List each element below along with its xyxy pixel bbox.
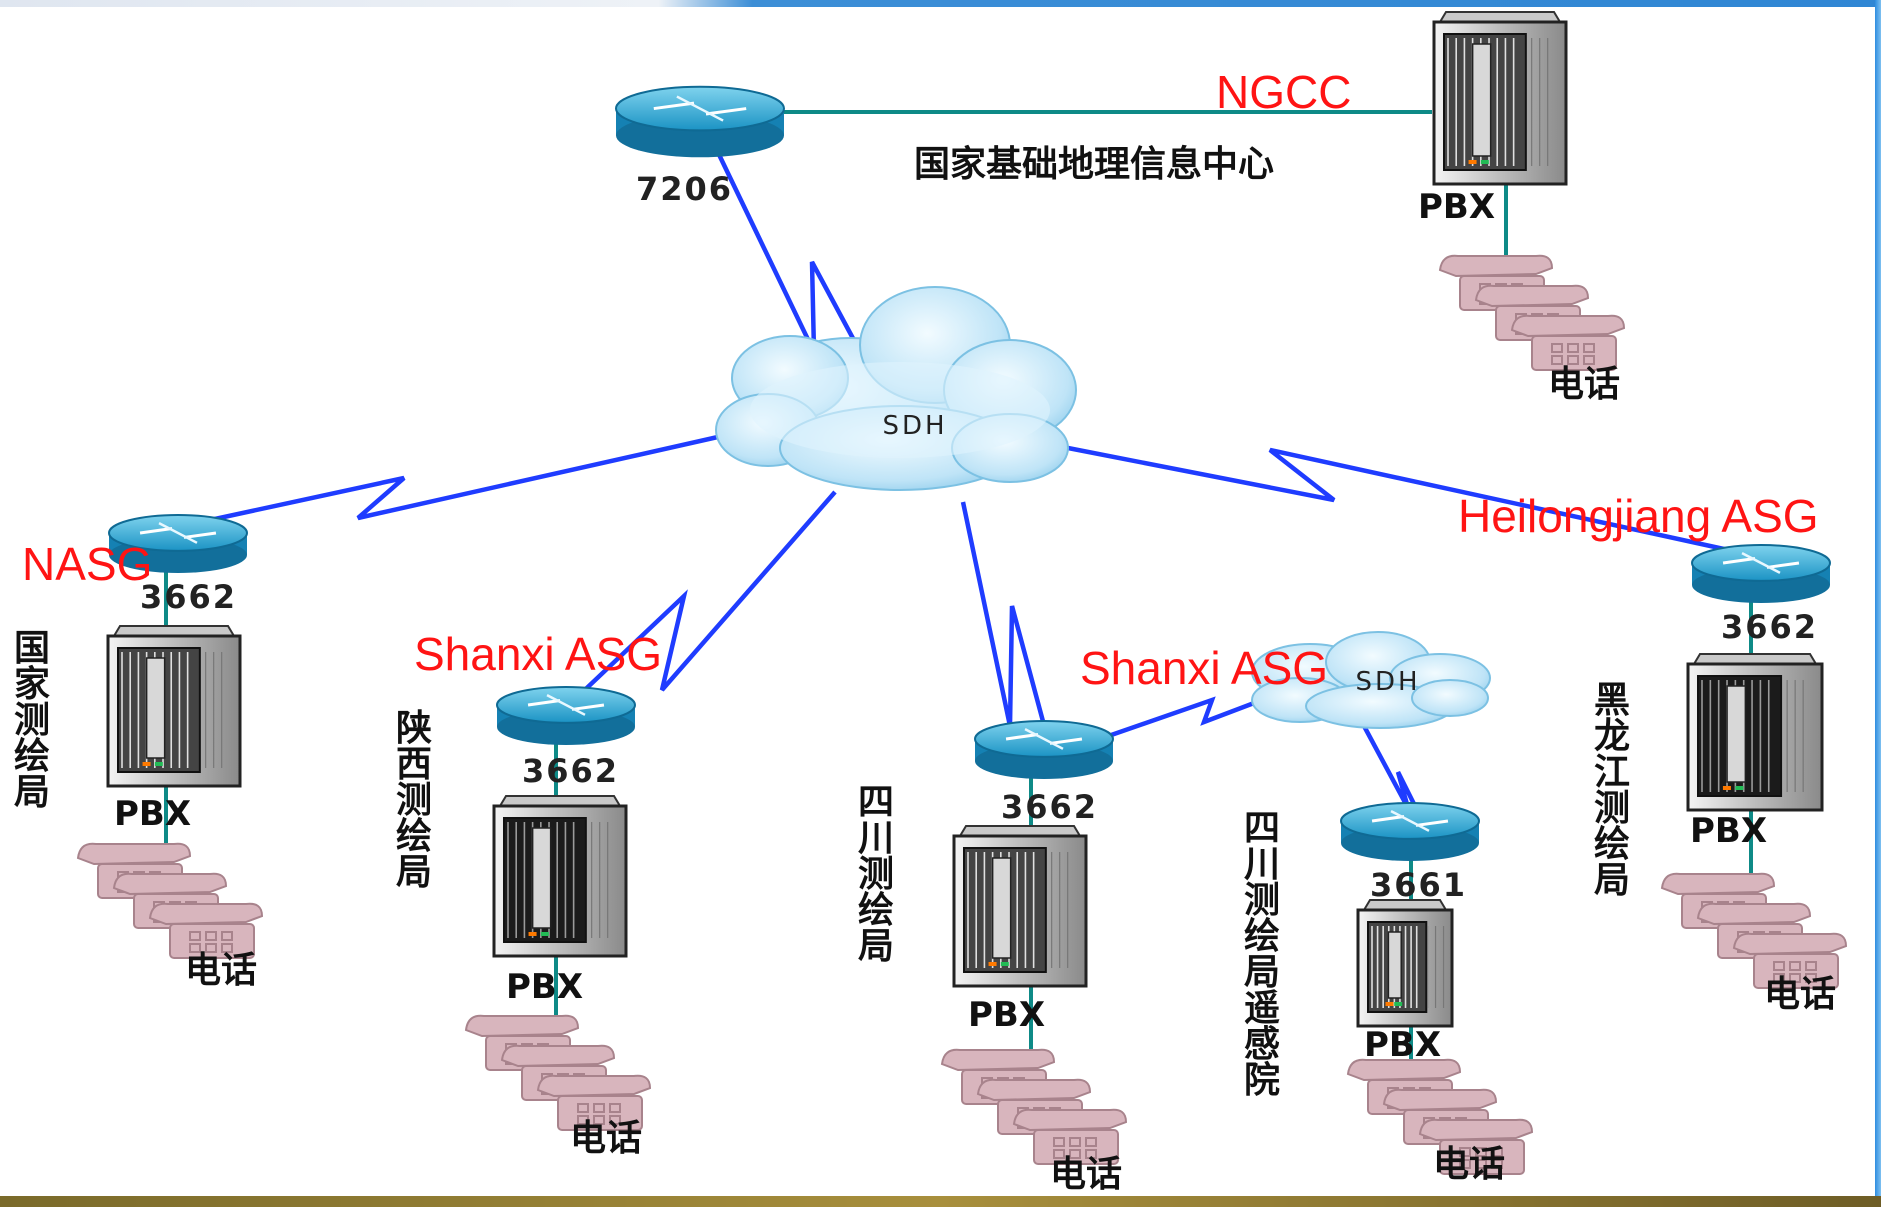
pbx-nasg-icon [106, 625, 242, 788]
center-info-title: 国家基础地理信息中心 [914, 144, 1274, 185]
label-nasg: NASG [22, 538, 152, 590]
router-sichuan-rs-model: 3661 [1370, 866, 1467, 904]
bureau-label-sichuan-rs: 四 川 测 绘 局 遥 感 院 [1244, 808, 1293, 1101]
phone-label-nasg: 电话 [185, 950, 257, 991]
router-sichuan-rs-icon [1340, 802, 1480, 861]
sdh-cloud-small: SDH [1251, 631, 1491, 729]
pbx-sichuan-icon [952, 825, 1088, 988]
bottom-frame-bar [0, 1196, 1881, 1207]
link-sdh-shanxi [570, 490, 837, 704]
right-frame-bar [1875, 0, 1881, 1207]
bureau-label-sichuan: 四 川 测 绘 局 [858, 782, 907, 967]
router-7206-icon [615, 85, 785, 158]
link-7206-sdh [709, 139, 858, 353]
link-sdh-heilongjiang [1067, 445, 1757, 559]
router-shanxi-model: 3662 [522, 752, 619, 790]
wan-links [163, 139, 1757, 814]
routers [108, 85, 1831, 861]
link-sichuan-small-sdh [1067, 696, 1263, 753]
link-sdh-sichuan [960, 501, 1051, 741]
router-nasg-icon [108, 514, 248, 573]
phones-heilongjiang-icon [1660, 872, 1848, 989]
router-sichuan-model: 3662 [1001, 788, 1098, 826]
sdh-cloud-main: SDH [715, 286, 1077, 491]
pbx-label-nasg: PBX [114, 794, 191, 834]
pbx-label-sichuan-rs: PBX [1364, 1025, 1441, 1065]
pbx-heilongjiang-icon [1686, 653, 1824, 812]
pbx-label-shanxi: PBX [506, 967, 583, 1007]
router-7206-model: 7206 [636, 170, 733, 208]
phones-shanxi-icon [464, 1014, 652, 1131]
phones-sichuan-icon [940, 1048, 1128, 1165]
router-heilongjiang-model: 3662 [1721, 608, 1818, 646]
bureau-label-heilongjiang: 黑 龙 江 测 绘 局 [1594, 680, 1643, 901]
phones-ngcc-icon [1438, 254, 1626, 371]
pbx-label-sichuan: PBX [968, 995, 1045, 1035]
label-shanxi-asg-mid: Shanxi ASG [1080, 642, 1328, 694]
sdh-cloud-small-label: SDH [1355, 667, 1420, 697]
label-heilongjiang-asg: Heilongjiang ASG [1458, 490, 1819, 542]
router-heilongjiang-icon [1691, 544, 1831, 603]
phone-label-sichuan: 电话 [1050, 1154, 1122, 1195]
label-ngcc: NGCC [1216, 66, 1351, 118]
phones-nasg-icon [76, 842, 264, 959]
bureau-label-shaanxi: 陕 西 测 绘 局 [396, 708, 445, 893]
pbx-sichuan-rs-icon [1356, 899, 1454, 1028]
phones-sichuan-rs-icon [1346, 1058, 1534, 1175]
phone-label-shanxi: 电话 [570, 1118, 642, 1159]
top-frame-bar [0, 0, 1881, 7]
router-shanxi-icon [496, 686, 636, 745]
phone-label-ngcc: 电话 [1548, 364, 1620, 405]
pbx-cabinets [106, 11, 1824, 1028]
sdh-cloud-main-label: SDH [882, 411, 947, 441]
router-nasg-model: 3662 [140, 578, 237, 616]
telephone-groups [76, 254, 1848, 1175]
phone-label-heilongjiang: 电话 [1764, 974, 1836, 1015]
bureau-label-nasg: 国 家 测 绘 局 [14, 628, 63, 813]
phone-label-sichuan-rs: 电话 [1433, 1144, 1505, 1185]
label-shanxi-asg-left: Shanxi ASG [414, 628, 662, 680]
pbx-label-ngcc: PBX [1418, 187, 1495, 227]
pbx-shanxi-icon [492, 795, 628, 958]
pbx-ngcc-icon [1432, 11, 1568, 186]
router-sichuan-icon [974, 720, 1114, 779]
link-small-sdh-rs [1362, 724, 1421, 814]
link-sdh-nasg [163, 429, 741, 533]
pbx-label-heilongjiang: PBX [1690, 811, 1767, 851]
